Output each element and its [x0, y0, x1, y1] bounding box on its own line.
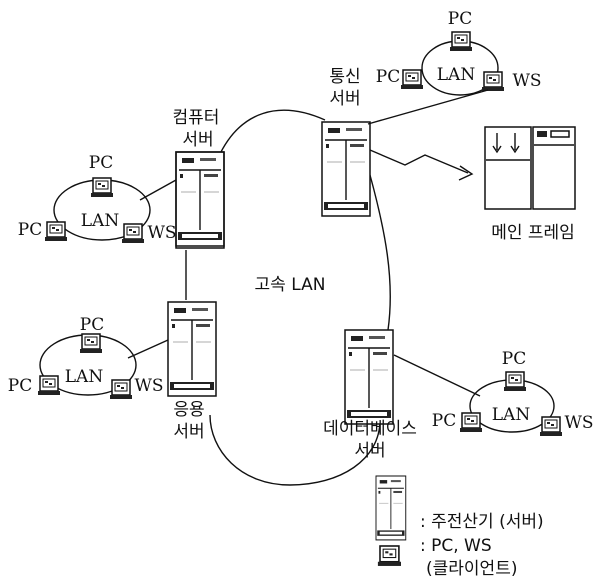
mainframe-label: 메인 프레임	[491, 223, 575, 243]
legend-client-text-1: : PC, WS	[420, 536, 492, 556]
comm-server-label-1: 통신	[329, 67, 360, 87]
computer-server-label-2: 서버	[182, 130, 213, 150]
comm-to-mainframe-link	[370, 150, 468, 173]
legend: : 주전산기 (서버) : PC, WS (클라이언트)	[376, 476, 544, 577]
pc-label: PC	[432, 411, 456, 431]
app-server-label-1: 응용	[173, 400, 204, 420]
ws-label: WS	[134, 376, 163, 396]
lan-label: LAN	[437, 65, 476, 85]
pc-label: PC	[8, 376, 32, 396]
db-server-label-2: 서버	[354, 441, 385, 461]
ws-label: WS	[147, 223, 176, 243]
lan-label: LAN	[81, 211, 120, 231]
lan-group-top-right: PC PC LAN WS	[368, 9, 542, 124]
ws-label: WS	[512, 71, 541, 91]
ws-label: WS	[564, 413, 593, 433]
legend-client-text-2: (클라이언트)	[426, 559, 517, 577]
app-server: 응용 서버	[168, 302, 216, 442]
mainframe: 메인 프레임	[485, 127, 575, 243]
pc-label: PC	[376, 67, 400, 87]
lan-group-bottom-right: PC PC LAN WS	[394, 349, 594, 436]
pc-label: PC	[89, 153, 113, 173]
app-server-label-2: 서버	[173, 422, 204, 442]
computer-server: 컴퓨터 서버	[173, 108, 224, 248]
comm-server: 통신 서버	[322, 67, 370, 216]
db-server-label-1: 데이터베이스	[323, 419, 417, 439]
computer-server-label-1: 컴퓨터	[173, 108, 220, 128]
lan-label: LAN	[492, 405, 531, 425]
pc-label: PC	[18, 220, 42, 240]
lan-label: LAN	[65, 367, 104, 387]
pc-label: PC	[502, 349, 526, 369]
backbone-label: 고속 LAN	[255, 275, 326, 295]
db-server: 데이터베이스 서버	[323, 330, 417, 461]
lan-group-left-upper: PC PC LAN WS	[18, 153, 177, 243]
pc-label: PC	[448, 9, 472, 29]
lan-group-left-lower: PC PC LAN WS	[8, 315, 168, 399]
legend-server-text: : 주전산기 (서버)	[420, 512, 544, 532]
pc-label: PC	[80, 315, 104, 335]
comm-server-label-2: 서버	[329, 89, 360, 109]
